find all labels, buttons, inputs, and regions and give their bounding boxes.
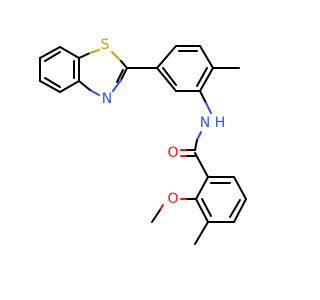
- bond: [111, 51, 122, 62]
- bond: [120, 67, 128, 81]
- thiazole-ring: [78, 49, 128, 96]
- carbonyl-oxygen-label: O: [167, 145, 178, 161]
- bond: [112, 79, 122, 92]
- bond: [59, 46, 80, 59]
- bond: [89, 89, 100, 96]
- bond: [205, 102, 212, 114]
- bond: [78, 80, 91, 91]
- double-bond-inner: [162, 67, 177, 86]
- bond: [39, 46, 61, 59]
- molecule-diagram: S N N H O O: [39, 37, 247, 245]
- bond: [233, 198, 247, 223]
- bond: [199, 90, 207, 104]
- bond: [196, 131, 202, 141]
- amide-nitrogen-label: N: [200, 115, 210, 131]
- bond: [120, 60, 128, 69]
- bond: [199, 45, 214, 69]
- bond: [199, 67, 214, 92]
- double-bond-inner: [201, 198, 212, 217]
- sulfur-atom-label: S: [101, 37, 110, 53]
- bond: [233, 176, 247, 200]
- double-bond-inner: [196, 67, 208, 87]
- bond: [89, 49, 100, 54]
- bond: [195, 176, 209, 200]
- methoxy-oxygen-label: O: [167, 191, 178, 207]
- bond: [39, 80, 61, 93]
- methyl-bond: [194, 221, 209, 245]
- double-bond-inner: [116, 69, 124, 83]
- benzothiazole-benzene-ring: [39, 46, 80, 93]
- lower-benzene-ring: [195, 176, 247, 223]
- bond: [194, 152, 209, 178]
- bond: [151, 209, 161, 223]
- central-phenyl-ring: [156, 45, 214, 92]
- bond: [156, 67, 177, 92]
- bond: [195, 198, 209, 223]
- double-bond-inner: [44, 51, 61, 62]
- double-bond-inner: [44, 77, 61, 88]
- amide-hydrogen-label: H: [215, 115, 226, 131]
- double-bond-inner: [229, 199, 241, 218]
- structure-svg: S N N H O O: [39, 37, 247, 245]
- bond: [194, 139, 198, 151]
- bond: [78, 52, 91, 59]
- bond: [156, 45, 177, 69]
- thiazole-nitrogen-label: N: [102, 91, 112, 107]
- bond: [59, 80, 80, 93]
